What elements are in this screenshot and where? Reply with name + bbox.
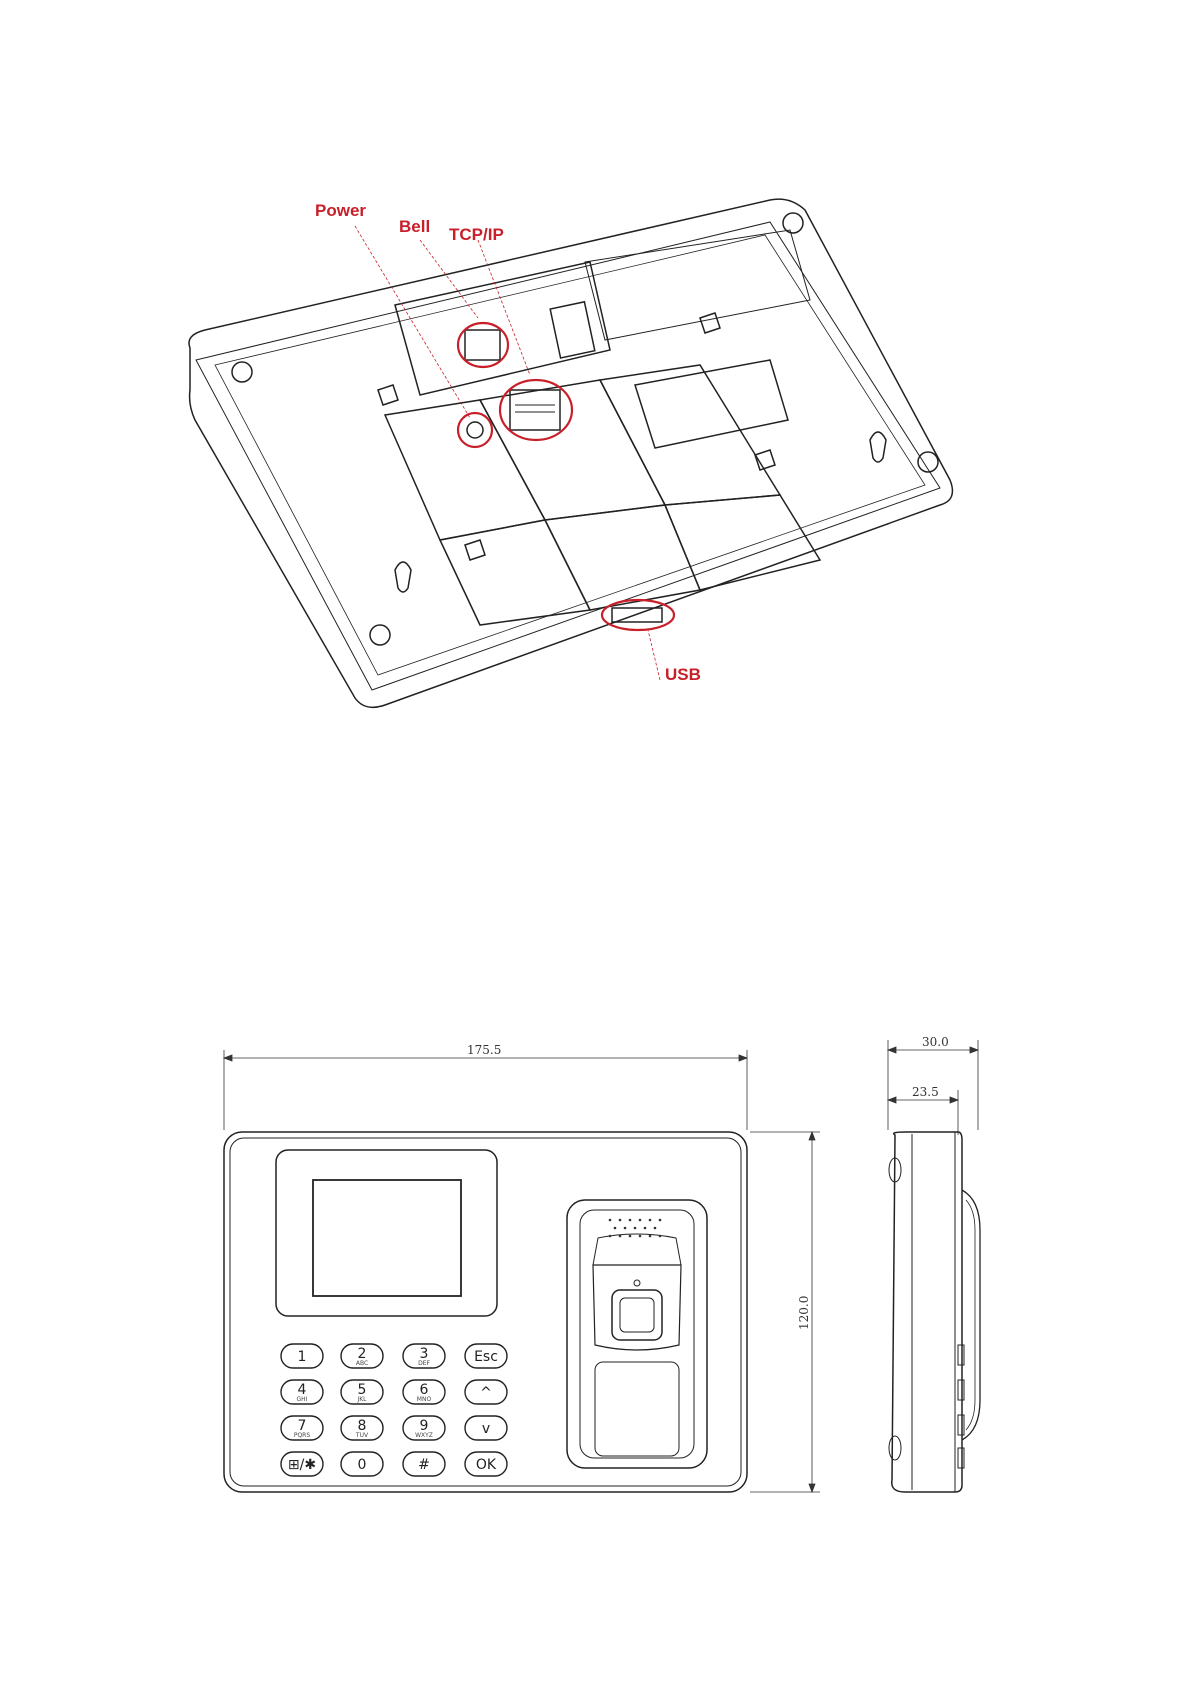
keypad-key-letters: JKL <box>356 1396 367 1403</box>
keypad-key-letters: GHI <box>297 1396 308 1403</box>
keypad-key-letters: MNO <box>417 1396 432 1403</box>
tcpip-port-marker <box>500 380 572 440</box>
keypad-key-label: # <box>418 1457 430 1473</box>
width-dimension: 175.5 <box>467 1043 501 1057</box>
power-port-marker <box>458 413 492 447</box>
keypad-key-letters: WXYZ <box>415 1432 433 1439</box>
keypad-key-label: Esc <box>474 1349 498 1365</box>
callout-leaders <box>355 226 660 680</box>
callout-markers <box>458 323 674 630</box>
keypad-key-letters: PQRS <box>294 1432 311 1439</box>
depth-body-dimension: 23.5 <box>912 1085 939 1099</box>
dimension-lines <box>224 1040 978 1492</box>
rear-view-drawing <box>189 199 952 707</box>
keypad-key-letters: TUV <box>355 1432 369 1439</box>
keypad-key-label: ⊞/✱ <box>288 1457 316 1473</box>
power-label: Power <box>315 201 366 220</box>
depth-total-dimension: 30.0 <box>922 1035 949 1049</box>
height-dimension: 120.0 <box>797 1296 811 1330</box>
keypad-key-label: v <box>482 1421 490 1437</box>
usb-port-marker <box>602 600 674 630</box>
keypad-key-label: ^ <box>480 1385 492 1401</box>
usb-label: USB <box>665 665 701 684</box>
keypad-key-label: 0 <box>358 1457 367 1473</box>
keypad-key-label: OK <box>476 1457 497 1473</box>
keypad-key-letters: DEF <box>418 1360 430 1367</box>
keypad-key-label: 1 <box>298 1349 307 1365</box>
side-view-drawing <box>889 1132 980 1492</box>
tcpip-label: TCP/IP <box>449 225 504 244</box>
keypad-key-letters: ABC <box>356 1360 368 1367</box>
bell-label: Bell <box>399 217 430 236</box>
